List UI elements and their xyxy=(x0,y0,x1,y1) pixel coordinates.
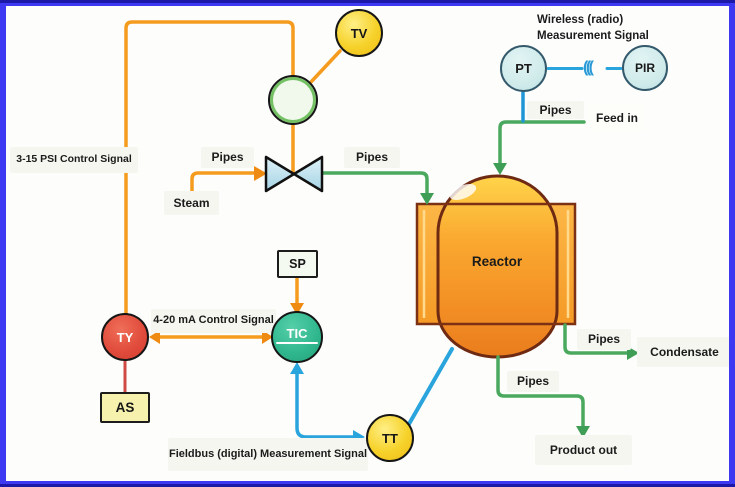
valve-actuator-node xyxy=(268,75,318,125)
label-product-out: Product out xyxy=(535,435,632,465)
reactor-vessel xyxy=(436,174,559,359)
ty-label: TY xyxy=(116,329,134,345)
valve-outlet-arrowhead xyxy=(420,193,434,205)
tic-shared-display-line xyxy=(276,341,318,344)
ma-arrowhead-left xyxy=(149,330,160,344)
label-wireless-line2: Measurement Signal xyxy=(537,29,649,42)
tv-node: TV xyxy=(335,9,383,57)
pt-node: PT xyxy=(500,45,547,92)
label-steam: Steam xyxy=(164,191,219,215)
tv-label: TV xyxy=(350,25,368,41)
steam-pipe-arrowhead xyxy=(254,166,267,181)
window-border-top-line xyxy=(0,0,735,3)
product-pipe-line xyxy=(496,355,585,428)
ty-node: TY xyxy=(101,313,149,361)
fieldbus-arrowhead-tic xyxy=(290,362,304,374)
psi-control-signal-line xyxy=(124,20,295,316)
label-pipes-product: Pipes xyxy=(507,371,559,392)
tt-node: TT xyxy=(366,414,414,462)
label-pipes-feed: Pipes xyxy=(527,101,584,119)
label-condensate: Condensate xyxy=(637,337,732,367)
label-feed-in: Feed in xyxy=(589,105,645,131)
vessel-gloss xyxy=(449,184,477,200)
label-ma-control-signal: 4-20 mA Control Signal xyxy=(151,309,276,333)
condensate-pipe-line xyxy=(563,323,629,355)
sp-label: SP xyxy=(289,257,306,271)
valve-outlet-pipe-line xyxy=(321,171,429,195)
feed-pipe-line xyxy=(498,120,586,165)
pir-node: PIR xyxy=(622,45,668,91)
tic-node: TIC xyxy=(271,311,323,363)
as-box: AS xyxy=(100,392,150,423)
feed-pipe-arrowhead xyxy=(493,163,507,175)
label-pipes-valve-out: Pipes xyxy=(344,147,400,168)
reactor-jacket-outline xyxy=(415,202,577,326)
label-psi-control-signal: 3-15 PSI Control Signal xyxy=(10,147,138,173)
label-wireless-line1: Wireless (radio) xyxy=(537,13,624,26)
product-arrowhead xyxy=(576,426,590,438)
reactor-label: Reactor xyxy=(471,253,523,269)
ma-arrowhead-right xyxy=(262,330,273,344)
fieldbus-signal-line xyxy=(295,366,356,439)
sp-tic-arrowhead xyxy=(290,303,304,315)
tic-label: TIC xyxy=(286,325,308,341)
wireless-icon: ((( xyxy=(583,59,594,76)
as-label: AS xyxy=(115,400,135,415)
label-pipes-steam: Pipes xyxy=(201,147,254,168)
tt-reactor-link-line xyxy=(407,347,454,426)
label-fieldbus-signal: Fieldbus (digital) Measurement Signal xyxy=(168,438,368,471)
sp-box: SP xyxy=(277,250,318,278)
pir-label: PIR xyxy=(634,61,655,75)
steam-pipe-line xyxy=(190,171,256,195)
label-pipes-condensate: Pipes xyxy=(577,329,631,350)
tt-label: TT xyxy=(382,430,398,446)
pt-label: PT xyxy=(515,61,532,76)
control-valve-icon xyxy=(264,155,324,193)
tv-actuator-link-line xyxy=(309,49,342,84)
